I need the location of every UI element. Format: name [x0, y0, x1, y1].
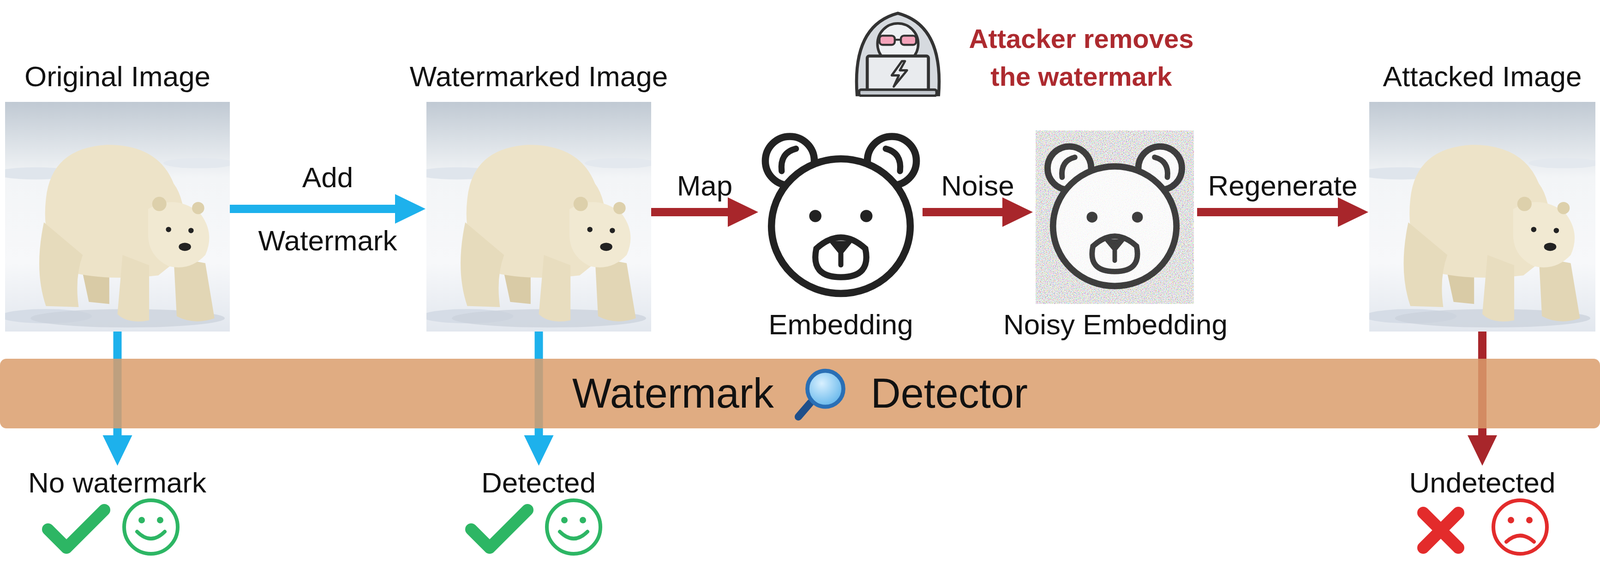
smiley-mouth [137, 532, 165, 540]
cross-mark [1423, 513, 1459, 549]
edge-label: Map [677, 169, 733, 203]
smiley-eye [561, 517, 568, 524]
noise-field [1035, 130, 1194, 305]
watermarked-photo [416, 101, 657, 332]
embedding-icon [765, 136, 917, 294]
smiley-mouth [559, 532, 588, 540]
callout-note: Attacker removes the watermark [965, 19, 1197, 96]
arrow-connector [229, 194, 426, 224]
magnifier-handle [798, 402, 811, 417]
node-text: Noisy Embedding [1003, 308, 1228, 342]
detector-band: Watermark Detector [0, 359, 1600, 429]
node-text: No watermark [28, 467, 207, 500]
image-panel: Watermarked Image [426, 59, 652, 332]
arrow-head [102, 435, 133, 467]
arrow-connector [651, 197, 759, 228]
sad-eye [1526, 517, 1533, 524]
edge-label: Noise [940, 169, 1015, 203]
sad-eye [1507, 517, 1515, 524]
arrow-connector [1197, 197, 1369, 228]
arrow-head [727, 197, 759, 228]
node-text: Undetected [1408, 467, 1556, 500]
embedding-box: Embedding [759, 115, 923, 342]
arrow-head [524, 435, 554, 467]
node-text: Watermarked Image [409, 59, 668, 102]
node-text: Embedding [768, 308, 914, 342]
smiley-face [124, 500, 178, 555]
arrow-shaft [1197, 208, 1340, 217]
smiley-eye [579, 517, 587, 524]
smiley-eye [156, 517, 164, 524]
arrow-shaft [229, 204, 397, 214]
original-photo [0, 101, 235, 332]
outcome-label: No watermark [28, 467, 207, 500]
arrow-head [1467, 435, 1498, 467]
arrow-connector [922, 197, 1033, 228]
arrow-head [395, 194, 426, 224]
arrow-shaft [651, 208, 730, 217]
node-text: Watermark [572, 371, 774, 417]
noisy-embedding-icon [1047, 146, 1182, 287]
magnifier-icon [792, 364, 853, 425]
edge-label: Add Watermark [258, 145, 398, 273]
embedding-box: Noisy Embedding [1033, 115, 1198, 342]
check-mark [47, 510, 105, 549]
node-text: Original Image [24, 59, 211, 102]
node-text: Detected [481, 467, 596, 500]
magnifier-lens [807, 371, 844, 408]
edge-label: Regenerate [1207, 169, 1358, 203]
noise-wash [1035, 130, 1194, 305]
outcome-label: Detected [481, 467, 596, 500]
image-panel: Attacked Image [1369, 59, 1596, 332]
arrow-head [1002, 197, 1033, 228]
check-mark [471, 510, 528, 549]
smiley-face [546, 500, 601, 555]
sad-mouth [1506, 536, 1535, 543]
image-panel: Original Image [5, 59, 230, 332]
sad-face [1493, 500, 1547, 555]
node-text: Detector [870, 371, 1028, 417]
outcome-label: Undetected [1408, 467, 1556, 500]
arrow-shaft [922, 208, 1005, 217]
node-text: Attacked Image [1383, 59, 1583, 102]
attacked-photo [1359, 101, 1600, 332]
attacker-icon [856, 13, 940, 96]
smiley-eye [138, 517, 145, 524]
arrow-head [1337, 197, 1369, 228]
